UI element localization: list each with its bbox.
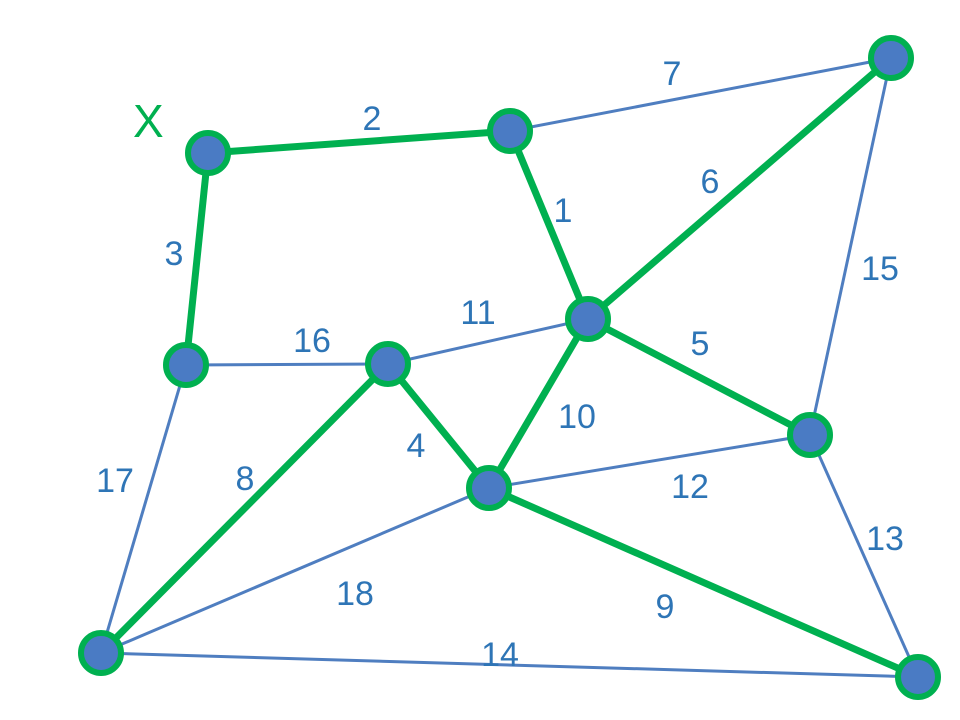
edge-weight-label: 17 xyxy=(96,462,134,500)
edge-weight-label: 11 xyxy=(460,294,495,332)
graph-node xyxy=(78,630,124,676)
edge-9 xyxy=(487,484,920,681)
edge-4 xyxy=(385,361,492,491)
graph-node xyxy=(868,35,914,81)
edge-7 xyxy=(509,56,892,133)
edge-17 xyxy=(99,364,188,654)
edge-weight-label: 4 xyxy=(407,427,426,465)
edge-weight-label: 14 xyxy=(481,636,519,674)
edge-weight-label: 3 xyxy=(165,235,184,273)
edge-1 xyxy=(506,129,592,321)
graph-node xyxy=(466,465,512,511)
edge-11 xyxy=(387,317,589,366)
graph-node xyxy=(487,108,533,154)
edge-weight-label: 18 xyxy=(336,575,374,613)
edge-10 xyxy=(485,317,592,490)
edge-weight-label: 2 xyxy=(363,100,382,138)
graph-node xyxy=(565,296,611,342)
edge-weight-label: 8 xyxy=(236,460,255,498)
edge-weight-label: 10 xyxy=(558,398,596,436)
edge-weight-label: 1 xyxy=(554,192,573,230)
graph-node xyxy=(787,412,833,458)
edge-weight-label: 7 xyxy=(663,55,682,93)
edge-2 xyxy=(207,127,511,157)
edge-weight-label: 5 xyxy=(691,325,710,363)
start-node-label: X xyxy=(133,95,164,147)
graph-node xyxy=(185,130,231,176)
edge-5 xyxy=(586,315,812,439)
edge-weight-label: 13 xyxy=(866,520,904,558)
edge-16 xyxy=(185,362,389,367)
graph-node xyxy=(163,342,209,388)
edge-8 xyxy=(98,361,391,656)
edge-weight-label: 15 xyxy=(861,250,899,288)
edge-weight-label: 9 xyxy=(656,588,675,626)
edge-14 xyxy=(100,651,919,679)
edge-12 xyxy=(488,433,811,490)
edge-weight-label: 16 xyxy=(293,322,331,360)
edge-18 xyxy=(100,486,490,655)
edge-3 xyxy=(182,152,212,366)
edge-weight-label: 6 xyxy=(701,163,720,201)
edge-13 xyxy=(808,434,920,678)
edge-15 xyxy=(808,57,893,436)
edge-6 xyxy=(585,55,894,322)
graph-node xyxy=(365,341,411,387)
graph-node xyxy=(895,654,941,700)
edge-weight-label: 12 xyxy=(671,468,709,506)
